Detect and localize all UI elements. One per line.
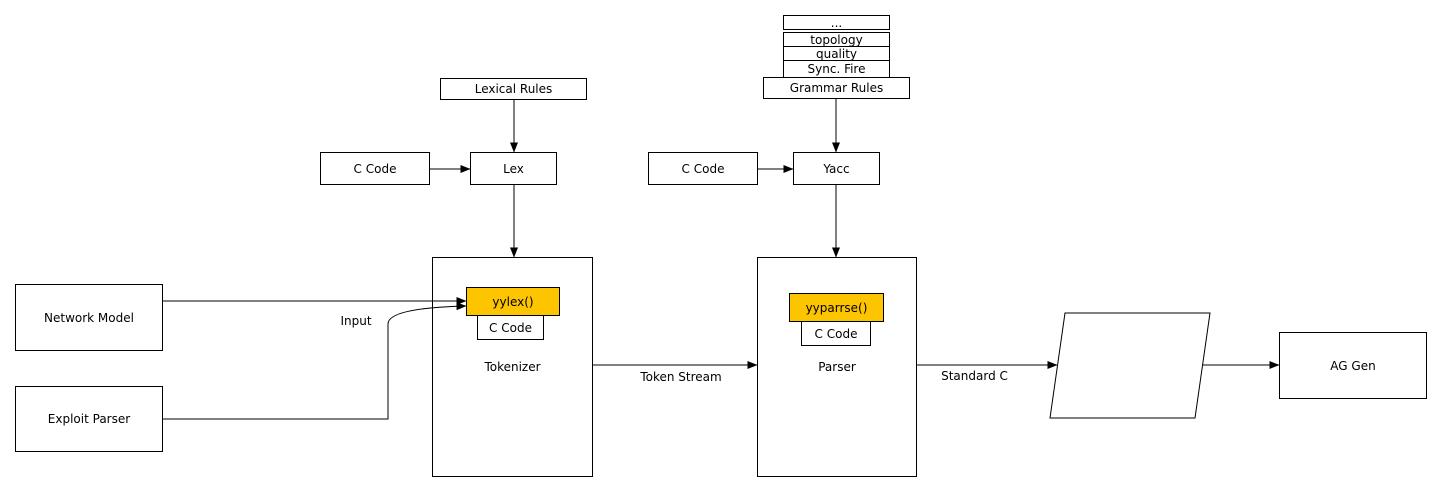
model-database-label: Model Database [1081, 358, 1179, 372]
lex-node: Lex [470, 152, 557, 185]
yacc-node: Yacc [793, 152, 880, 185]
grammar-stack-item-quality: quality [783, 46, 890, 61]
grammar-rules-node: Grammar Rules [763, 77, 910, 99]
parser-label: Parser [818, 360, 856, 374]
grammar-stack-item-topology: topology [783, 32, 890, 47]
parser-node: Parser [757, 257, 917, 477]
c-code-yacc-node: C Code [648, 152, 758, 185]
c-code-lex-node: C Code [320, 152, 430, 185]
c-code-tokenizer-node: C Code [477, 315, 544, 340]
exploit-parser-node: Exploit Parser [15, 386, 163, 452]
tokenizer-label: Tokenizer [484, 360, 541, 374]
token-stream-edge-label: Token Stream [640, 370, 722, 384]
edge-exploit-parser-to-yylex [163, 302, 467, 420]
yylex-node: yylex() [466, 287, 560, 316]
grammar-stack-item-dots: ... [783, 15, 890, 30]
grammar-stack-item-sync-fire: Sync. Fire [783, 60, 890, 78]
lexical-rules-node: Lexical Rules [440, 78, 587, 100]
yyparrse-node: yyparrse() [789, 293, 884, 322]
c-code-parser-node: C Code [801, 321, 871, 346]
network-model-node: Network Model [15, 284, 163, 351]
input-edge-label: Input [340, 314, 372, 328]
ag-gen-node: AG Gen [1279, 332, 1427, 399]
standard-c-edge-label: Standard C [941, 369, 1008, 383]
